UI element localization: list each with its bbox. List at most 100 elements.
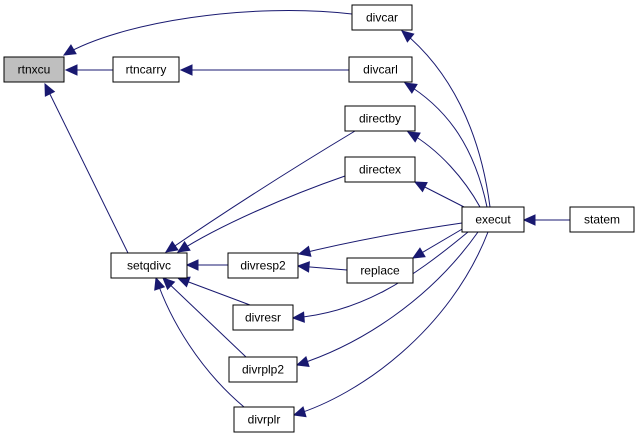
- node-box[interactable]: [351, 4, 413, 31]
- node-divrplp2[interactable]: divrplp2: [228, 356, 298, 383]
- edges-layer: [44, 10, 570, 418]
- edge-arrowhead: [185, 259, 199, 271]
- edge-arrowhead: [154, 276, 166, 291]
- node-label: replace: [360, 264, 400, 278]
- edge-execut-to-divrplr: [292, 231, 489, 418]
- node-box[interactable]: [3, 56, 65, 83]
- edge-line: [298, 222, 463, 255]
- node-box[interactable]: [344, 156, 416, 183]
- node-setqdivc[interactable]: setqdivc: [110, 252, 188, 279]
- edge-arrowhead: [292, 406, 307, 418]
- node-label: directex: [359, 163, 401, 177]
- edge-arrowhead: [522, 214, 536, 226]
- edge-line: [162, 277, 247, 358]
- edge-arrowhead: [44, 82, 56, 97]
- edge-line: [401, 30, 491, 208]
- node-rtnxcu[interactable]: rtnxcu: [3, 56, 65, 83]
- edge-line: [165, 130, 356, 253]
- node-label: divcarl: [363, 63, 398, 77]
- node-box[interactable]: [569, 206, 635, 233]
- edge-arrowhead: [291, 311, 305, 323]
- node-divcarl[interactable]: divcarl: [348, 56, 413, 83]
- node-label: rtncarry: [126, 63, 167, 77]
- node-label: divrplp2: [242, 363, 284, 377]
- edge-line: [177, 175, 346, 253]
- node-label: setqdivc: [127, 259, 171, 273]
- node-directex[interactable]: directex: [344, 156, 416, 183]
- node-box[interactable]: [233, 406, 295, 433]
- edge-divcar-to-rtnxcu: [62, 10, 353, 56]
- edge-execut-to-divrplp2: [295, 231, 479, 368]
- edge-arrowhead: [62, 44, 77, 56]
- edge-directby-to-setqdivc: [165, 130, 356, 253]
- node-statem[interactable]: statem: [569, 206, 635, 233]
- edge-arrowhead: [403, 82, 418, 94]
- node-replace[interactable]: replace: [346, 257, 414, 284]
- edge-arrowhead: [413, 181, 428, 193]
- edge-execut-to-directex: [413, 181, 467, 209]
- node-divrplr[interactable]: divrplr: [233, 406, 295, 433]
- edge-rtncarry-to-rtnxcu: [64, 64, 113, 76]
- edge-directex-to-setqdivc: [176, 175, 346, 253]
- node-box[interactable]: [348, 56, 413, 83]
- edge-line: [63, 10, 353, 56]
- node-rtncarry[interactable]: rtncarry: [112, 56, 180, 83]
- node-box[interactable]: [110, 252, 188, 279]
- node-divresp2[interactable]: divresp2: [227, 252, 299, 279]
- edge-line: [404, 82, 488, 208]
- edge-divrplp2-to-setqdivc: [162, 277, 247, 358]
- node-label: statem: [584, 213, 620, 227]
- node-label: directby: [359, 112, 401, 126]
- edge-arrowhead: [165, 240, 179, 253]
- edge-line: [296, 231, 479, 366]
- edge-execut-to-divresp2: [297, 222, 463, 257]
- node-box[interactable]: [461, 206, 525, 233]
- node-divresr[interactable]: divresr: [232, 304, 294, 331]
- edge-execut-to-divcarl: [403, 82, 488, 208]
- node-box[interactable]: [346, 257, 414, 284]
- edge-line: [293, 231, 489, 416]
- edge-arrowhead: [295, 356, 310, 368]
- edge-statem-to-execut: [522, 214, 570, 226]
- edge-divresp2-to-setqdivc: [185, 259, 228, 271]
- edge-execut-to-replace: [411, 227, 465, 259]
- node-label: divresr: [245, 311, 281, 325]
- node-box[interactable]: [344, 105, 416, 132]
- edge-setqdivc-to-rtnxcu: [44, 82, 129, 254]
- nodes-layer: rtnxcu rtncarry divcar divcarl directby direc…: [3, 4, 635, 433]
- edge-line: [44, 83, 129, 254]
- edge-arrowhead: [176, 276, 191, 288]
- node-box[interactable]: [228, 356, 298, 383]
- edge-line: [292, 231, 469, 319]
- node-label: divresp2: [240, 259, 286, 273]
- node-divcar[interactable]: divcar: [351, 4, 413, 31]
- edge-line: [155, 277, 245, 408]
- edge-execut-to-directby: [406, 131, 481, 208]
- edge-arrowhead: [296, 261, 310, 273]
- edge-replace-to-divresp2: [296, 261, 348, 273]
- node-box[interactable]: [227, 252, 299, 279]
- edge-arrowhead: [411, 247, 426, 259]
- edge-arrowhead: [179, 64, 193, 76]
- node-label: rtnxcu: [18, 63, 51, 77]
- node-label: execut: [475, 213, 511, 227]
- edge-arrowhead: [297, 245, 312, 257]
- node-box[interactable]: [232, 304, 294, 331]
- edge-arrowhead: [401, 30, 415, 43]
- edge-execut-to-divcar: [401, 30, 491, 208]
- edge-line: [177, 277, 251, 306]
- edge-arrowhead: [176, 240, 191, 253]
- edge-divcarl-to-rtncarry: [179, 64, 349, 76]
- node-execut[interactable]: execut: [461, 206, 525, 233]
- node-label: divrplr: [248, 413, 281, 427]
- node-box[interactable]: [112, 56, 180, 83]
- edge-divresr-to-setqdivc: [176, 276, 251, 306]
- node-directby[interactable]: directby: [344, 105, 416, 132]
- edge-divrplr-to-setqdivc: [154, 276, 245, 408]
- edge-execut-to-divresr: [291, 231, 469, 323]
- edge-line: [407, 131, 481, 208]
- edge-arrowhead: [64, 64, 78, 76]
- edge-arrowhead: [406, 131, 421, 143]
- edge-arrowhead: [162, 277, 176, 291]
